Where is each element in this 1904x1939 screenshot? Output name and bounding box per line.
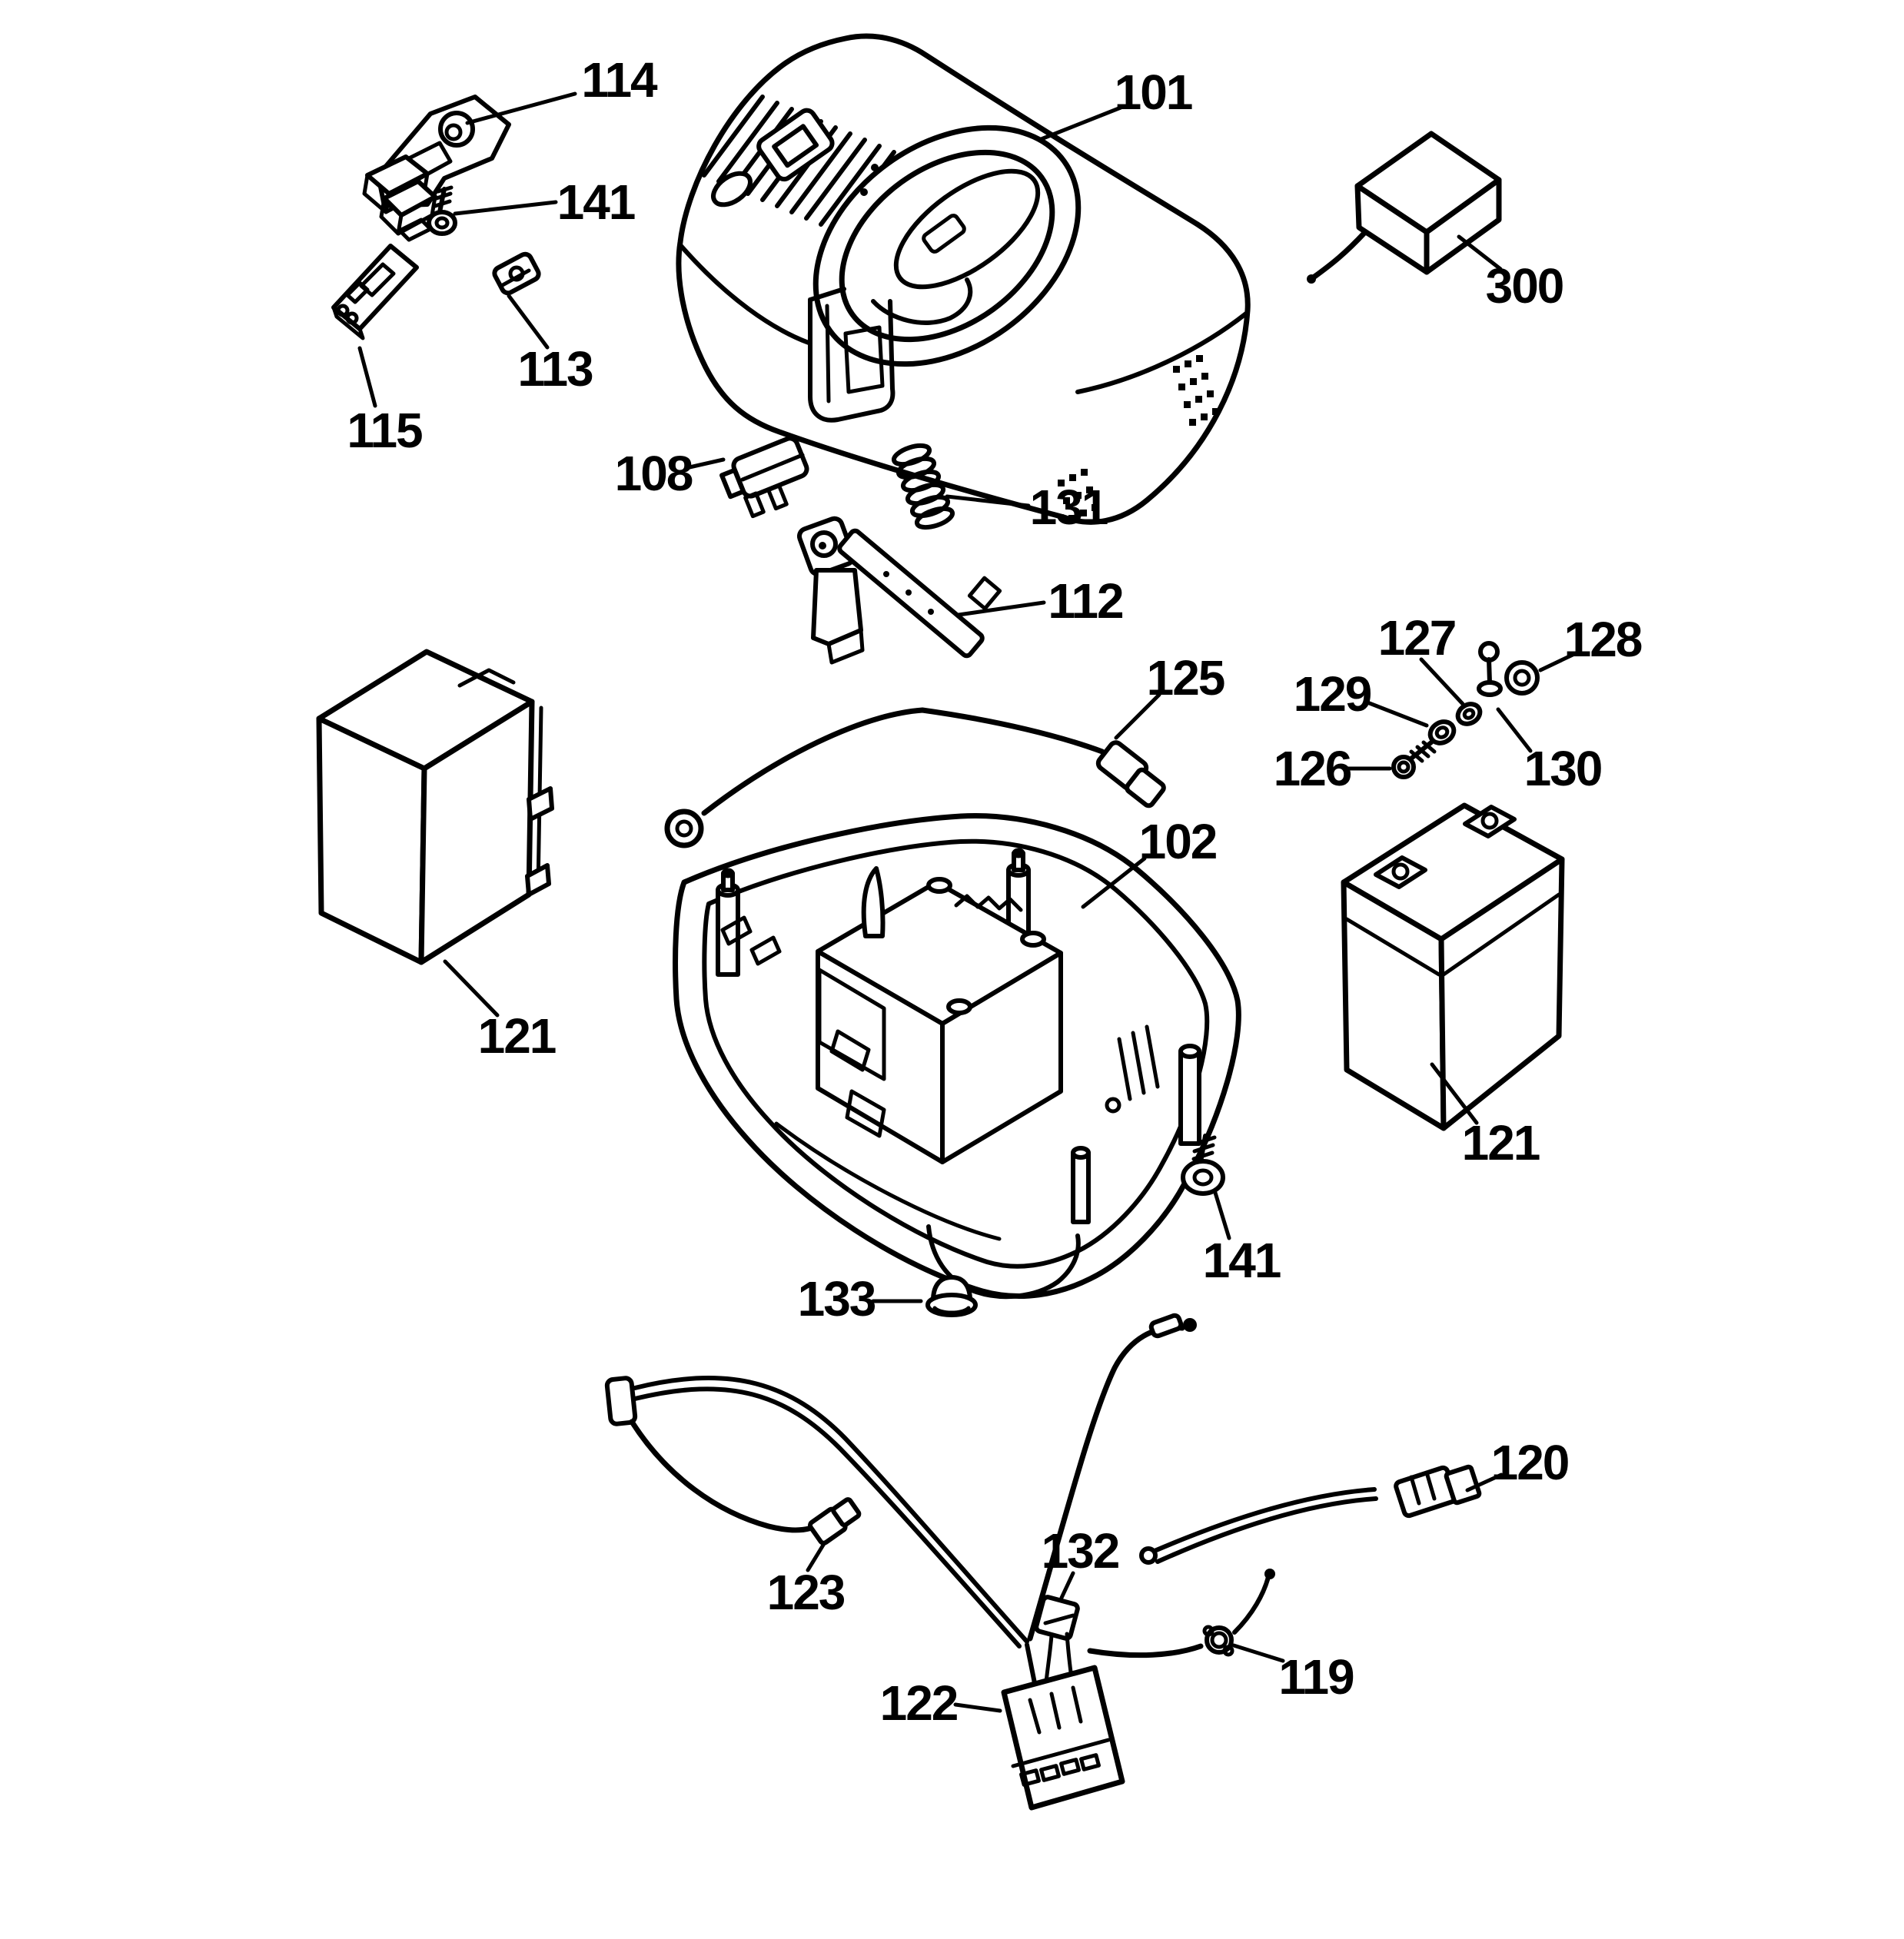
leader-119 (1231, 1643, 1285, 1663)
callout-119-label: 119 (1278, 1649, 1354, 1705)
cover-vent-dots-upper (1173, 355, 1219, 426)
callout-123-label: 123 (767, 1565, 845, 1620)
leader-121-left (443, 959, 500, 1018)
leader-113 (507, 294, 550, 350)
callout-labels: 114 141 101 300 113 115 108 131 112 125 … (347, 52, 1643, 1731)
part-121-right-battery-drawing (1341, 802, 1565, 1131)
cover-vent-hole (711, 171, 753, 208)
part-129-washer-drawing (1427, 719, 1457, 745)
leader-112 (956, 600, 1046, 617)
part-101-top-cover-drawing (676, 33, 1251, 525)
callout-131-label: 131 (1030, 480, 1108, 535)
cover-display-inner (772, 124, 819, 168)
callout-126-label: 126 (1274, 741, 1351, 796)
leader-115 (357, 346, 377, 408)
leader-129 (1365, 700, 1429, 728)
part-127-washer-drawing (1455, 702, 1483, 726)
leader-141-upper (453, 200, 558, 216)
leader-123 (806, 1540, 827, 1572)
leader-131 (945, 494, 1031, 508)
callout-129-label: 129 (1294, 666, 1371, 722)
part-141-lower-screw-drawing (1181, 1134, 1225, 1196)
callout-101-label: 101 (1115, 65, 1192, 120)
part-133-grommet-drawing (925, 1275, 978, 1317)
cover-vent-dots-lower (1058, 469, 1098, 522)
harness-drawing (604, 1313, 1482, 1811)
callout-121-left-label: 121 (478, 1008, 556, 1064)
leader-141-lower (1213, 1190, 1231, 1240)
callout-132-label: 132 (1042, 1523, 1119, 1579)
part-122-plug-drawing (1001, 1665, 1125, 1811)
leader-lines (357, 91, 1575, 1713)
tray-battery-bay (816, 866, 1160, 1164)
callout-130-label: 130 (1524, 741, 1602, 796)
part-115-circuit-board-drawing (331, 244, 419, 340)
callout-102-label: 102 (1139, 814, 1217, 869)
part-300-charger-drawing (1307, 131, 1502, 284)
leader-132 (1059, 1571, 1075, 1600)
leader-108 (687, 457, 726, 470)
callout-113-label: 113 (517, 341, 593, 397)
leader-121-right (1430, 1062, 1479, 1125)
part-130-terminal-bolt-drawing (1477, 641, 1503, 697)
part-120-lead-drawing (1139, 1464, 1482, 1565)
callout-108-label: 108 (615, 446, 693, 501)
leader-300 (1457, 234, 1503, 271)
leader-114 (465, 91, 577, 125)
part-132-connector-drawing (1034, 1595, 1080, 1641)
leader-101 (1037, 105, 1123, 142)
callout-112-label: 112 (1048, 573, 1123, 629)
part-113-clip-drawing (492, 251, 541, 296)
callout-128-label: 128 (1564, 612, 1642, 667)
part-108-switch-drawing (719, 436, 809, 519)
part-126-screw-drawing (1391, 740, 1437, 779)
leader-130 (1496, 707, 1533, 753)
callout-141-lower-label: 141 (1203, 1233, 1281, 1288)
leader-128 (1538, 652, 1575, 672)
callout-122-label: 122 (880, 1675, 958, 1731)
harness-flag-terminal (604, 1376, 638, 1426)
cover-latch-button (922, 214, 966, 254)
part-128-nut-drawing (1504, 660, 1540, 696)
callout-127-label: 127 (1378, 610, 1456, 666)
part-131-spring-drawing (891, 443, 955, 530)
callout-115-label: 115 (347, 403, 422, 458)
callout-125-label: 125 (1147, 650, 1224, 706)
part-112-lever-drawing (796, 516, 1002, 665)
cover-handle-slot (893, 168, 1041, 290)
leader-102 (1081, 856, 1147, 909)
leader-125 (1114, 692, 1161, 740)
leader-122 (953, 1702, 1002, 1713)
callout-300-label: 300 (1486, 258, 1563, 314)
leader-127 (1419, 657, 1465, 706)
callout-121-right-label: 121 (1462, 1115, 1540, 1170)
callout-133-label: 133 (798, 1271, 876, 1326)
callout-120-label: 120 (1491, 1435, 1569, 1490)
part-125-jumper-wire-drawing (664, 707, 1166, 848)
part-119-locknut-drawing (1202, 1625, 1234, 1657)
part-121-left-box-drawing (316, 649, 554, 965)
callout-114-label: 114 (581, 52, 658, 108)
callout-141-upper-label: 141 (557, 174, 635, 230)
part-123-terminal-drawing (808, 1497, 862, 1546)
leader-120 (1465, 1473, 1504, 1492)
part-141-upper-screw-drawing (427, 185, 457, 236)
part-102-base-housing-drawing (673, 813, 1241, 1300)
